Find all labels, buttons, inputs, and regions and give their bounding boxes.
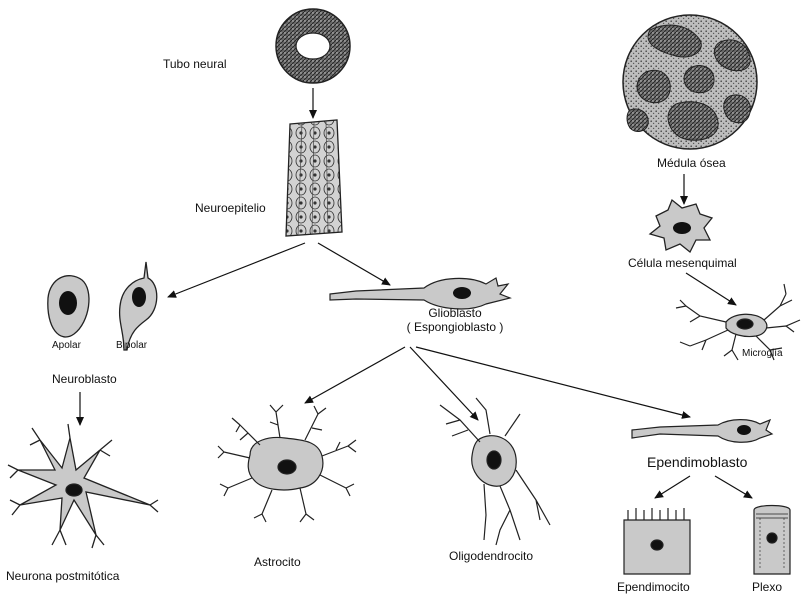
- neuroepithelium-illustration: [286, 120, 342, 236]
- arrow-to-ependymocyte: [655, 476, 690, 498]
- apolar-neuroblast-illustration: [48, 276, 89, 337]
- label-mesenchymal-cell: Célula mesenquimal: [628, 256, 737, 270]
- ependymoblast-illustration: [632, 420, 772, 443]
- neural-tube-illustration: [276, 9, 350, 83]
- label-ependymocyte: Ependimocito: [617, 580, 690, 594]
- bipolar-neuroblast-illustration: [120, 262, 157, 350]
- label-spongioblast: ( Espongioblasto ): [400, 320, 510, 334]
- postmitotic-neuron-illustration: [8, 424, 158, 548]
- label-neuroblast: Neuroblasto: [52, 372, 117, 386]
- ependymocyte-illustration: [624, 508, 690, 574]
- label-ependymoblast: Ependimoblasto: [647, 454, 747, 470]
- label-plexus: Plexo: [752, 580, 782, 594]
- label-apolar: Apolar: [52, 340, 81, 351]
- arrow-to-oligodendrocyte: [410, 347, 478, 420]
- label-bone-marrow: Médula ósea: [657, 156, 726, 170]
- plexus-cell-illustration: [754, 506, 790, 575]
- glioblast-illustration: [330, 278, 510, 309]
- mesenchymal-cell-illustration: [650, 200, 712, 252]
- label-astrocyte: Astrocito: [254, 555, 301, 569]
- astrocyte-illustration: [218, 405, 356, 522]
- label-neural-tube: Tubo neural: [163, 57, 227, 71]
- bone-marrow-illustration: [623, 15, 757, 149]
- arrow-to-neuroblast: [168, 243, 305, 297]
- arrow-to-glioblast: [318, 243, 390, 285]
- label-postmitotic-neuron: Neurona postmitótica: [6, 569, 119, 583]
- arrow-to-microglia: [686, 273, 736, 305]
- label-bipolar: Bipolar: [116, 340, 147, 351]
- arrow-to-ependymoblast: [416, 347, 690, 417]
- label-glioblast: Glioblasto: [400, 306, 510, 320]
- arrow-to-plexus: [715, 476, 752, 498]
- label-neuroepithelium: Neuroepitelio: [195, 201, 266, 215]
- label-oligodendrocyte: Oligodendrocito: [449, 549, 533, 563]
- oligodendrocyte-illustration: [440, 398, 550, 545]
- label-microglia: Microglía: [742, 348, 783, 359]
- arrow-to-astrocyte: [305, 347, 405, 403]
